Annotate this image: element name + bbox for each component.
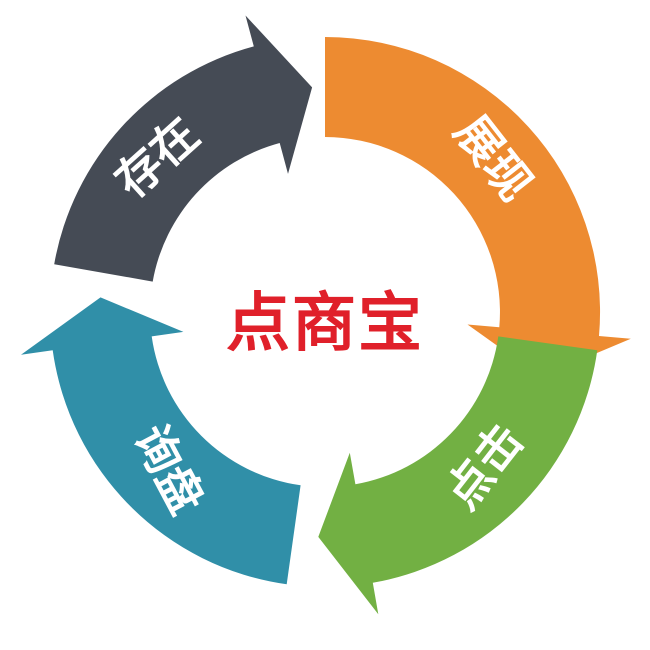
segment-arrow-click xyxy=(318,336,598,615)
center-title: 点商宝 xyxy=(226,287,424,361)
segment-arrow-presence xyxy=(54,15,313,282)
segment-arrow-display xyxy=(325,36,631,377)
segment-arrow-inquiry xyxy=(21,297,301,585)
